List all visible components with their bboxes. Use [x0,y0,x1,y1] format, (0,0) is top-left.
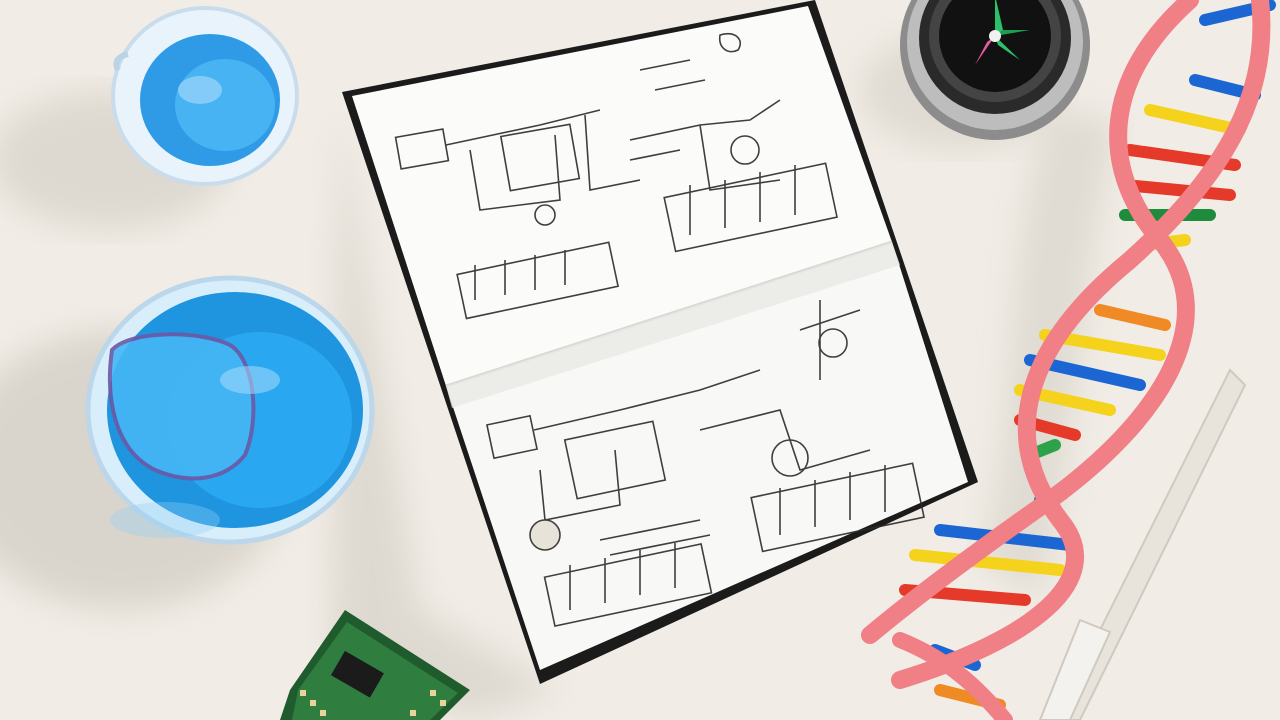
notebook-icon [342,0,978,684]
sketch-diagrams-lower [485,300,925,628]
pen-icon [1038,368,1247,720]
beaker-icon [111,6,299,186]
compass-icon [900,0,1090,140]
circuit-board-icon [280,610,470,720]
dna-helix-icon [861,0,1276,720]
beaker-icon [85,275,375,545]
sketch-diagrams-upper [394,32,838,320]
